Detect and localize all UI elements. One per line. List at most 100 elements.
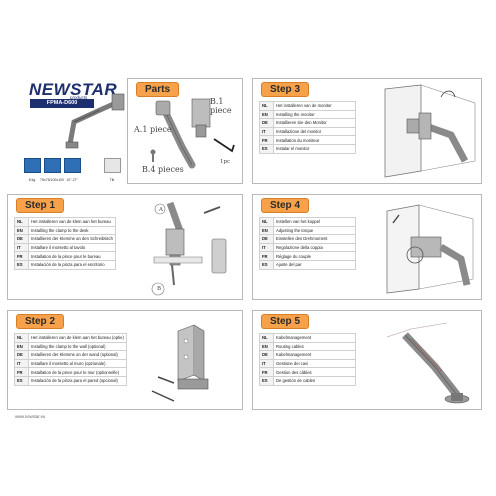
- lang-code: ES: [259, 375, 274, 386]
- lang-code: FR: [259, 135, 274, 145]
- step2-illustration: [151, 324, 209, 402]
- instruction-text: Routing cables: [273, 341, 356, 352]
- instruction-text: Het installeren van de klem aan het bure…: [28, 333, 127, 343]
- allen-key-icon: [213, 138, 235, 153]
- step4-title: Step 4: [261, 198, 310, 213]
- screen-size-icon: [64, 158, 81, 173]
- instruction-text: Installation du moniteur: [273, 135, 356, 145]
- brand-sub: products: [70, 95, 88, 100]
- lang-code: DE: [259, 350, 274, 360]
- step4-illustration: [386, 204, 474, 294]
- spec-label-vesa: 75x75/100x100: [40, 178, 64, 182]
- instruction-text: Ajuste del par: [273, 259, 356, 270]
- instruction-text: Installation de la pince pour le bureau: [28, 251, 116, 261]
- spec-label-tilt: Tilt: [109, 178, 115, 182]
- lang-code: NL: [259, 101, 274, 111]
- instruction-text: Installieren der Klemme an der wand (opt…: [28, 350, 127, 360]
- lang-code: DE: [14, 234, 29, 244]
- lang-code: NL: [14, 217, 29, 227]
- lang-code: ES: [14, 375, 29, 386]
- lang-code: NL: [259, 333, 274, 343]
- lang-code: NL: [14, 333, 29, 343]
- lang-code: EN: [14, 341, 29, 352]
- tilt-icon: [104, 158, 121, 173]
- parts-panel: Parts A.1 piece B.1 piece B.4 pieces 1pc: [127, 78, 243, 184]
- lang-code: NL: [259, 217, 274, 227]
- lang-code: DE: [259, 234, 274, 244]
- lang-code: EN: [259, 341, 274, 352]
- lang-code: ES: [259, 143, 274, 154]
- lang-code: EN: [14, 225, 29, 236]
- lang-code: IT: [14, 358, 29, 369]
- instruction-text: Het installeren van de monitor: [273, 101, 356, 111]
- lang-code: IT: [259, 358, 274, 369]
- part-label-c: B.4 pieces: [142, 165, 184, 174]
- vesa-icon: [44, 158, 61, 173]
- lang-code: IT: [259, 242, 274, 253]
- lang-code: ES: [14, 259, 29, 270]
- instruction-text: Installare il morsetto al tavolo: [28, 242, 116, 253]
- instruction-text: De gestión de cables: [273, 375, 356, 386]
- lang-code: EN: [259, 109, 274, 120]
- step5-title: Step 5: [261, 314, 310, 329]
- step5-illustration: [386, 322, 470, 404]
- instruction-text: Instalar el monitor: [273, 143, 356, 154]
- instruction-text: Instalación de la pinza para el pared (o…: [28, 375, 127, 386]
- step1-label-a: A: [159, 207, 163, 213]
- part-label-d: 1pc: [220, 159, 231, 165]
- instruction-text: Einstellen des Drehmoment: [273, 234, 356, 244]
- instruction-text: Réglage du couple: [273, 251, 356, 261]
- instruction-text: Installing the monitor: [273, 109, 356, 120]
- part-label-b: B.1 piece: [210, 97, 232, 115]
- lang-code: FR: [259, 251, 274, 261]
- step3-illustration: [384, 84, 476, 178]
- brand-logo: NEWSTAR: [29, 80, 118, 99]
- website-footer: www.newstar.eu: [15, 414, 46, 419]
- parts-title: Parts: [136, 82, 180, 97]
- lang-code: DE: [14, 350, 29, 360]
- step1-label-b: B: [157, 286, 162, 292]
- lang-code: ES: [259, 259, 274, 270]
- instruction-text: Kabelmanagement: [273, 333, 356, 343]
- step3-title: Step 3: [261, 82, 310, 97]
- model-badge: FPMA-D600: [30, 99, 94, 108]
- instruction-text: Installing the clamp to the desk: [28, 225, 116, 236]
- screw-icon: [150, 149, 156, 162]
- arm-part-illustration: [155, 100, 196, 169]
- instruction-text: Installieren Sie den Monitor: [273, 118, 356, 128]
